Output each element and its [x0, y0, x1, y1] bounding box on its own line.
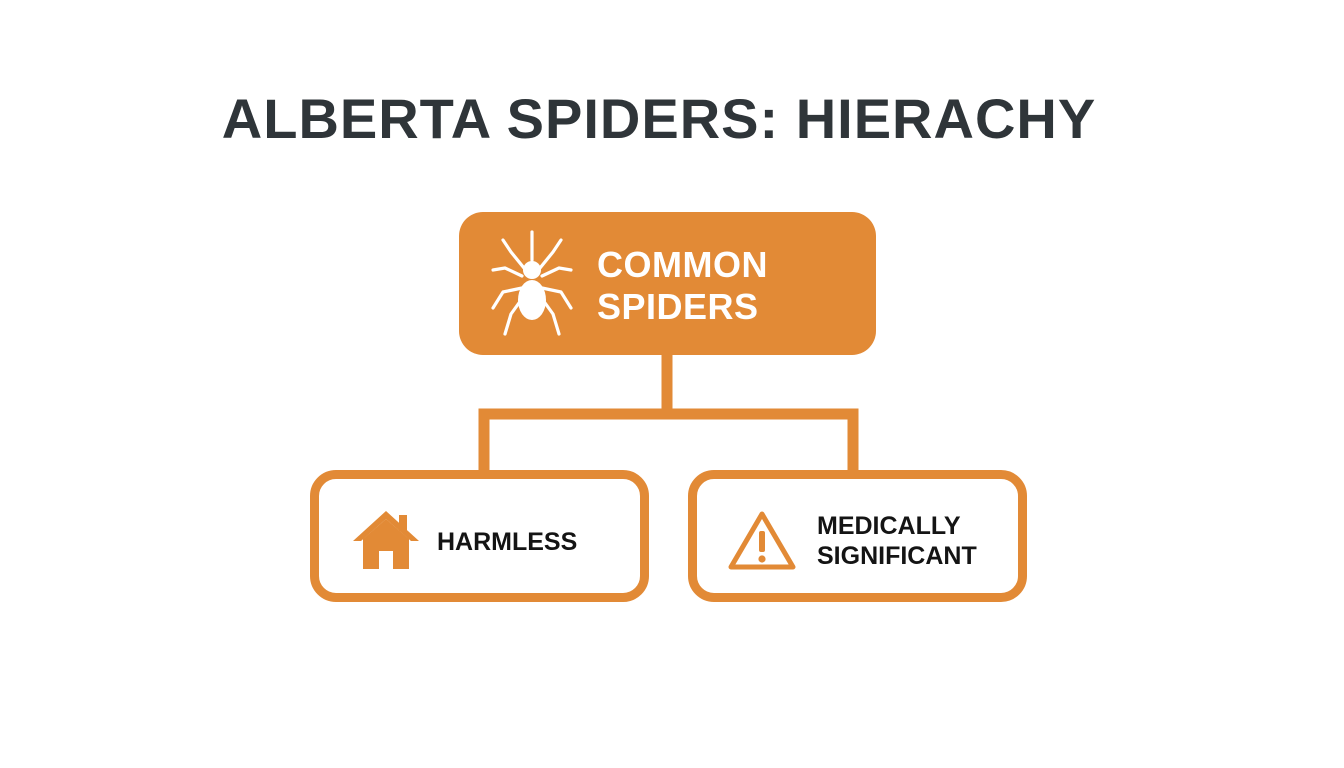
medically-significant-label: MEDICALLY SIGNIFICANT: [817, 511, 977, 571]
root-node-common-spiders: COMMON SPIDERS: [459, 212, 876, 355]
child-node-medically-significant: MEDICALLY SIGNIFICANT: [688, 470, 1027, 602]
medically-significant-label-line1: MEDICALLY: [817, 512, 961, 540]
spider-icon: [491, 230, 573, 336]
medically-significant-label-line2: SIGNIFICANT: [817, 542, 977, 570]
child-node-harmless: HARMLESS: [310, 470, 649, 602]
connector-horizontal-bar: [478, 408, 859, 474]
harmless-label-line1: HARMLESS: [437, 528, 578, 556]
root-label-line2: SPIDERS: [597, 286, 759, 327]
harmless-label: HARMLESS: [437, 527, 577, 557]
root-label-line1: COMMON: [597, 244, 768, 285]
house-icon: [353, 511, 419, 569]
page-title: ALBERTA SPIDERS: HIERACHY: [221, 87, 1097, 150]
root-label: COMMON SPIDERS: [597, 244, 867, 328]
warning-triangle-icon: [728, 511, 796, 570]
